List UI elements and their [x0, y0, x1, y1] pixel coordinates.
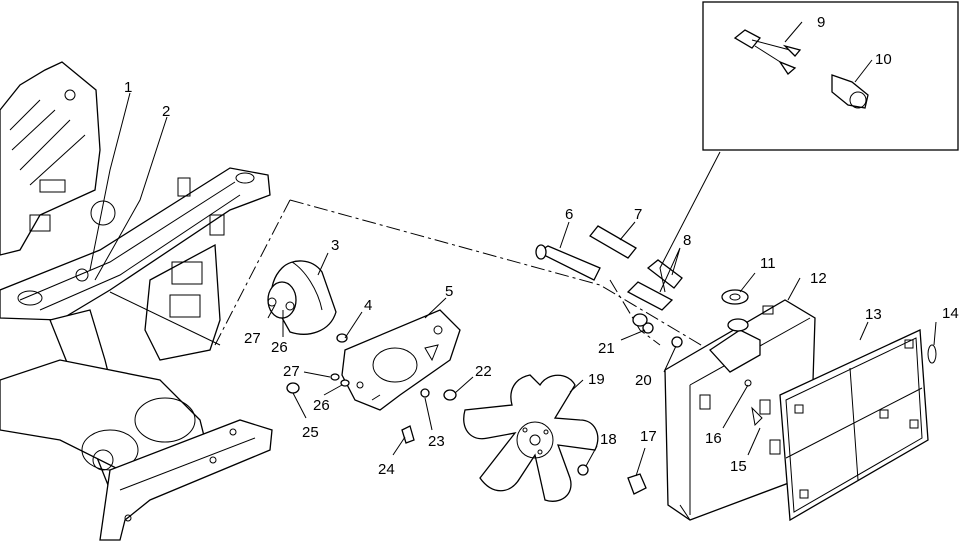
- callout-6: 6: [565, 206, 573, 223]
- callout-1: 1: [124, 79, 132, 96]
- callout-14: 14: [942, 305, 959, 322]
- callout-20: 20: [635, 372, 652, 389]
- callout-22: 22: [475, 363, 492, 380]
- screw-24: [401, 425, 415, 444]
- callout-13: 13: [865, 306, 882, 323]
- fan-blade: [463, 374, 599, 502]
- callout-23: 23: [428, 433, 445, 450]
- fastener-16: [744, 379, 752, 387]
- fastener-15: [751, 406, 763, 427]
- callout-27a: 27: [244, 330, 261, 347]
- o-ring-14: [927, 344, 937, 364]
- radiator-cap: [727, 318, 749, 332]
- leader-lines: [89, 21, 937, 477]
- callout-26a: 26: [271, 339, 288, 356]
- nut-18: [577, 464, 589, 476]
- spacer-23: [420, 388, 430, 398]
- fan-bracket: [341, 309, 461, 411]
- callout-25: 25: [302, 424, 319, 441]
- callout-5: 5: [445, 283, 453, 300]
- inset-switch-box: [702, 1, 959, 151]
- callout-12: 12: [810, 270, 827, 287]
- coolant-hoses: [535, 225, 683, 327]
- fitting-20: [671, 336, 683, 348]
- callout-19: 19: [588, 371, 605, 388]
- spacer-22: [443, 389, 457, 401]
- callout-7: 7: [634, 206, 642, 223]
- wire-connector-9: [733, 29, 761, 49]
- fan-motor: [267, 260, 337, 335]
- spacer-4: [336, 333, 348, 343]
- callout-8: 8: [683, 232, 691, 249]
- washer-26b: [340, 379, 350, 387]
- callout-16: 16: [705, 430, 722, 447]
- fitting-21: [642, 322, 654, 334]
- callout-15: 15: [730, 458, 747, 475]
- callout-21: 21: [598, 340, 615, 357]
- nut-25: [286, 382, 300, 394]
- callout-2: 2: [162, 103, 170, 120]
- callout-3: 3: [331, 237, 339, 254]
- vehicle-frame: [0, 61, 273, 541]
- callout-9: 9: [817, 14, 825, 31]
- bolt-17: [627, 473, 647, 495]
- radiator: [664, 289, 816, 521]
- callout-labels: 1 2 3 4 5 6 7 8 9 10 11 12 13 14 15 16 1…: [124, 14, 959, 478]
- callout-10: 10: [875, 51, 892, 68]
- callout-27b: 27: [283, 363, 300, 380]
- callout-11: 11: [760, 255, 776, 272]
- callout-18: 18: [600, 431, 617, 448]
- hardware: [286, 322, 683, 495]
- temp-switch-10: [831, 74, 869, 109]
- callout-17: 17: [640, 428, 657, 445]
- callout-4: 4: [364, 297, 372, 314]
- washer-27b: [330, 373, 340, 381]
- cap-11: [721, 289, 749, 305]
- callout-24: 24: [378, 461, 395, 478]
- callout-26b: 26: [313, 397, 330, 414]
- radiator-screen: [779, 329, 929, 522]
